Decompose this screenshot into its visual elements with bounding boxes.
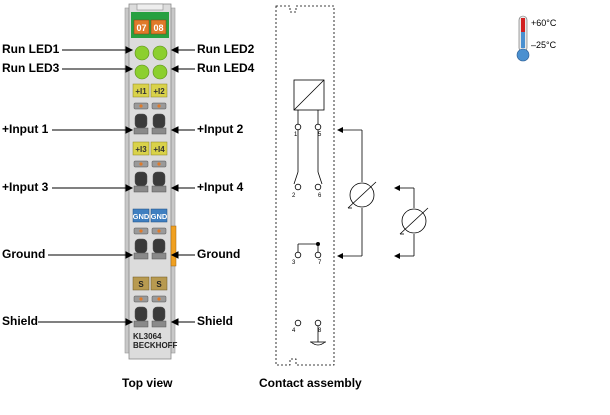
label-input-3: +Input 3 [2, 180, 49, 194]
sensor-circuit-2 [399, 187, 429, 257]
contact-numbers: 1 5 2 6 3 7 4 8 [292, 132, 322, 334]
side-clip [170, 225, 177, 267]
label-run-led1: Run LED1 [2, 42, 60, 56]
svg-text:8: 8 [318, 328, 322, 334]
gnd-tag-right [150, 208, 168, 223]
channel-tag-08 [150, 19, 167, 35]
assembly-outline [275, 5, 335, 366]
label-input-4: +Input 4 [197, 180, 244, 194]
svg-text:7: 7 [318, 260, 322, 266]
temp-min: –25°C [531, 40, 557, 50]
run-led-4 [152, 64, 168, 80]
channel-tag-label: 07 [136, 23, 146, 33]
channel-tag-label: 08 [153, 23, 163, 33]
thermometer-icon [516, 15, 530, 62]
shield-tag-left [132, 276, 150, 291]
terminal-module: 07 08 +I1 +I2 +I3 +I4 GND GND S S [124, 3, 178, 360]
caption-top-view: Top view [122, 376, 173, 390]
contact-3 [294, 251, 302, 259]
leader-arrows [38, 46, 195, 326]
rtd-sensor-1 [349, 182, 375, 208]
input-tag-i1 [132, 83, 150, 98]
svg-text:3: 3 [292, 260, 296, 266]
input-tag-i3 [132, 141, 150, 156]
label-input-1: +Input 1 [2, 122, 49, 136]
svg-text:4: 4 [292, 328, 296, 334]
module-brand: BECKHOFF [133, 341, 178, 350]
label-shield-right: Shield [197, 314, 234, 328]
contact-5 [314, 123, 322, 131]
run-led-2 [152, 45, 168, 61]
shield-tag-label: S [138, 280, 144, 289]
contact-7 [314, 251, 322, 259]
label-run-led3: Run LED3 [2, 61, 60, 75]
converter-box [293, 79, 325, 111]
input-tag-label: +I1 [135, 87, 147, 96]
contact-assembly [275, 5, 335, 366]
svg-text:6: 6 [318, 193, 322, 199]
label-ground-left: Ground [2, 247, 46, 261]
label-run-led4: Run LED4 [197, 61, 255, 75]
gnd-tag-label: GND [133, 212, 150, 221]
input-tag-label: +I3 [135, 145, 147, 154]
contact-2 [294, 183, 302, 191]
shield-tag-label: S [156, 280, 162, 289]
caption-contact-assembly: Contact assembly [259, 376, 362, 390]
module-model: KL3064 [133, 332, 162, 341]
contact-6 [314, 183, 322, 191]
gnd-tag-left [132, 208, 150, 223]
channel-tag-07 [133, 19, 150, 35]
svg-text:1: 1 [294, 132, 298, 138]
label-run-led2: Run LED2 [197, 42, 255, 56]
contact-4 [294, 319, 302, 327]
input-tag-i4 [150, 141, 168, 156]
svg-text:5: 5 [318, 132, 322, 138]
input-tag-label: +I4 [153, 145, 165, 154]
svg-text:2: 2 [292, 193, 296, 199]
contact-8 [314, 319, 322, 327]
run-led-1 [134, 45, 150, 61]
run-led-3 [134, 64, 150, 80]
contact-1 [294, 123, 302, 131]
label-input-2: +Input 2 [197, 122, 244, 136]
input-tag-label: +I2 [153, 87, 165, 96]
shield-tag-right [150, 276, 168, 291]
rtd-sensor-2 [401, 208, 427, 234]
label-ground-right: Ground [197, 247, 241, 261]
junction-dot [316, 242, 320, 246]
gnd-tag-label: GND [151, 212, 168, 221]
input-tag-i2 [150, 83, 168, 98]
sensor-circuit-1 [343, 129, 377, 257]
temp-max: +60°C [531, 18, 557, 28]
label-shield-left: Shield [2, 314, 39, 328]
